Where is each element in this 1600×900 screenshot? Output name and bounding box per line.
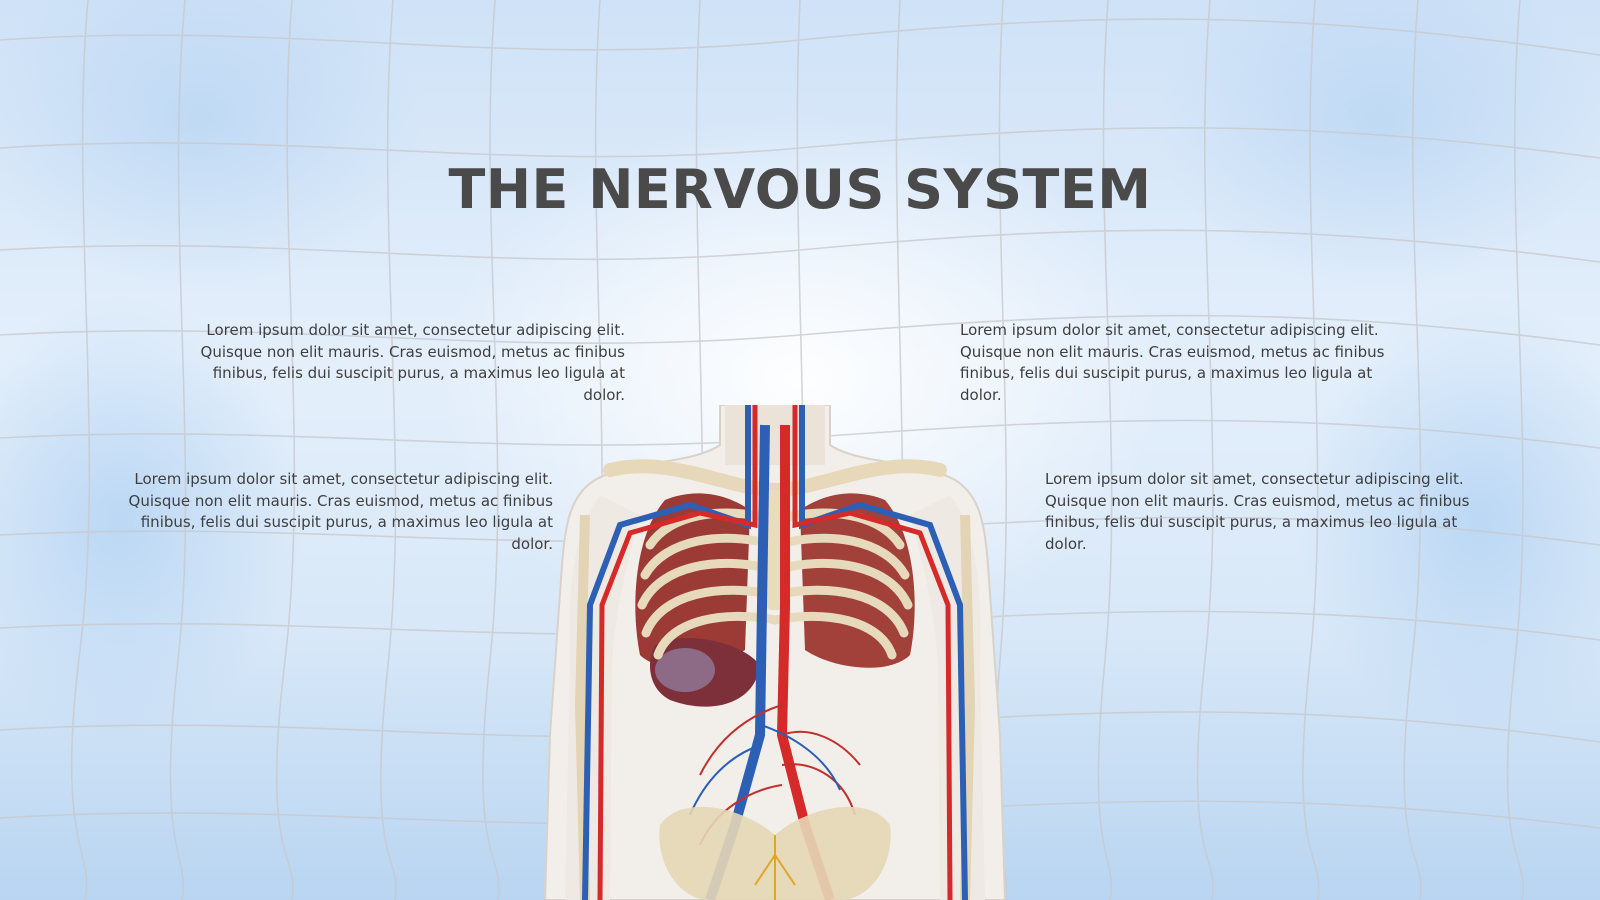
stomach xyxy=(655,648,715,692)
text-block-top-left: Lorem ipsum dolor sit amet, consectetur … xyxy=(200,321,625,404)
spinal-nerves xyxy=(754,835,796,900)
slide-title: THE NERVOUS SYSTEM xyxy=(448,158,1152,221)
text-block-bottom-right: Lorem ipsum dolor sit amet, consectetur … xyxy=(1045,470,1470,553)
text-block-top-right: Lorem ipsum dolor sit amet, consectetur … xyxy=(960,321,1385,404)
neck xyxy=(725,405,825,465)
text-block-bottom-left: Lorem ipsum dolor sit amet, consectetur … xyxy=(128,470,553,553)
anatomy-illustration xyxy=(543,405,1007,900)
torso-silhouette xyxy=(543,405,1007,900)
